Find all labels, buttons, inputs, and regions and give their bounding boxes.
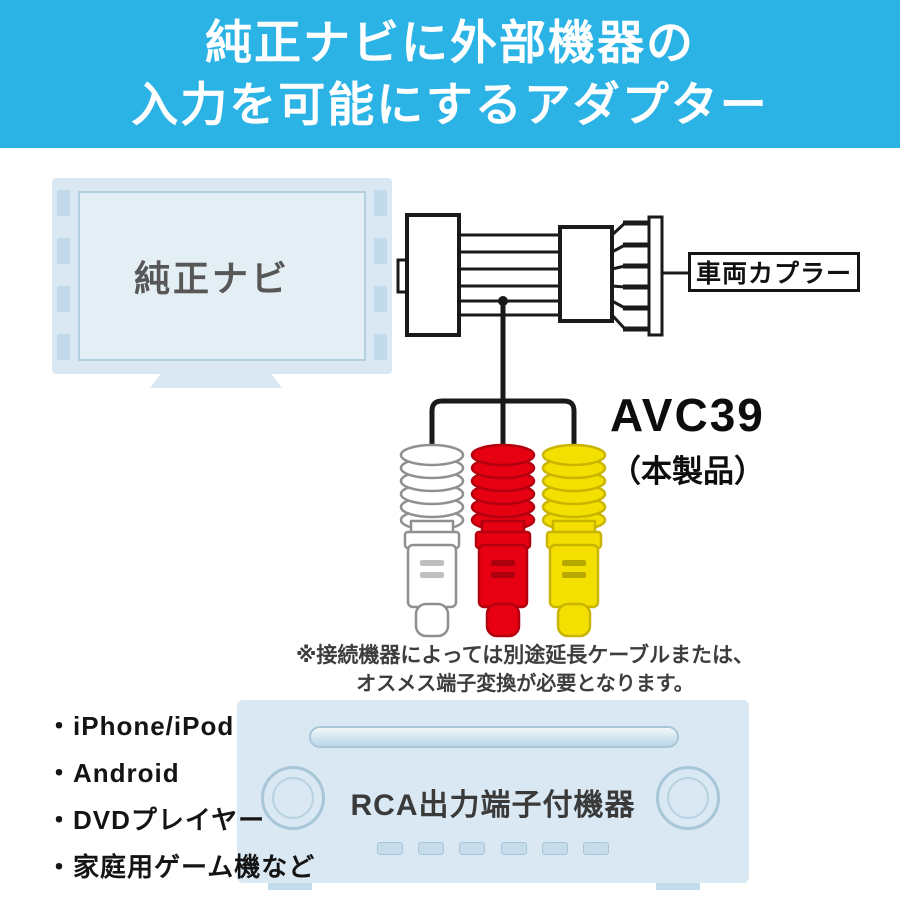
nav-unit-label: 純正ナビ (134, 258, 291, 299)
right-knob-inner (667, 777, 709, 819)
mount-tab (57, 238, 70, 264)
panel-button (377, 842, 403, 855)
disc-slot (309, 726, 679, 748)
list-item: ・DVDプレイヤー (46, 805, 266, 835)
coupler-fan-wires (610, 221, 627, 331)
list-item: ・家庭用ゲーム機など (46, 852, 316, 882)
mount-tab (374, 190, 387, 216)
mount-tab (57, 286, 70, 312)
title-banner: 純正ナビに外部機器の 入力を可能にするアダプター (0, 0, 900, 148)
panel-button-row (377, 842, 609, 855)
yellow-rca-plug (541, 443, 607, 638)
footnote: ※接続機器によっては別途延長ケーブルまたは、 オスメス端子変換が必要となります。 (255, 641, 795, 698)
red-rca-plug (470, 443, 536, 638)
rca-source-device-illustration: RCA出力端子付機器 (237, 700, 749, 883)
footnote-line-1: ※接続機器によっては別途延長ケーブルまたは、 (295, 644, 755, 667)
rca-cable (429, 296, 577, 448)
list-item: ・Android (46, 758, 180, 788)
harness-connector-right (558, 225, 614, 323)
harness-wires (459, 233, 560, 317)
nav-stand (150, 374, 282, 388)
panel-button (418, 842, 445, 855)
vehicle-coupler-label: 車両カプラー (688, 252, 860, 292)
factory-nav-illustration: 純正ナビ (52, 178, 392, 374)
right-knob (656, 766, 720, 830)
panel-button (459, 842, 486, 855)
left-knob (261, 766, 325, 830)
mount-tab (374, 238, 387, 264)
white-rca-plug (399, 443, 465, 638)
product-name-block: AVC39 （本製品） (610, 388, 840, 491)
wiring-diagram (396, 213, 689, 638)
title-line-1: 純正ナビに外部機器の (205, 16, 695, 69)
mount-tab (57, 334, 70, 360)
mount-tab (57, 190, 70, 216)
compatible-device-list: ・iPhone/iPod ・Android ・DVDプレイヤー ・家庭用ゲーム機… (46, 703, 315, 891)
source-device-label: RCA出力端子付機器 (350, 789, 636, 822)
vehicle-coupler-comb (623, 215, 689, 337)
mount-tab (374, 334, 387, 360)
nav-screen: 純正ナビ (78, 191, 366, 361)
panel-button (582, 842, 609, 855)
product-name: AVC39 (610, 389, 765, 441)
panel-button (541, 842, 568, 855)
panel-button (500, 842, 527, 855)
left-knob-inner (272, 777, 314, 819)
list-item: ・iPhone/iPod (46, 711, 235, 741)
harness-connector-left (396, 213, 461, 337)
product-subtitle: （本製品） (610, 454, 765, 489)
mount-tab (374, 286, 387, 312)
title-line-2: 入力を可能にするアダプター (131, 78, 769, 131)
vehicle-coupler-label-text: 車両カプラー (695, 260, 852, 288)
footnote-line-2: オスメス端子変換が必要となります。 (356, 673, 694, 695)
